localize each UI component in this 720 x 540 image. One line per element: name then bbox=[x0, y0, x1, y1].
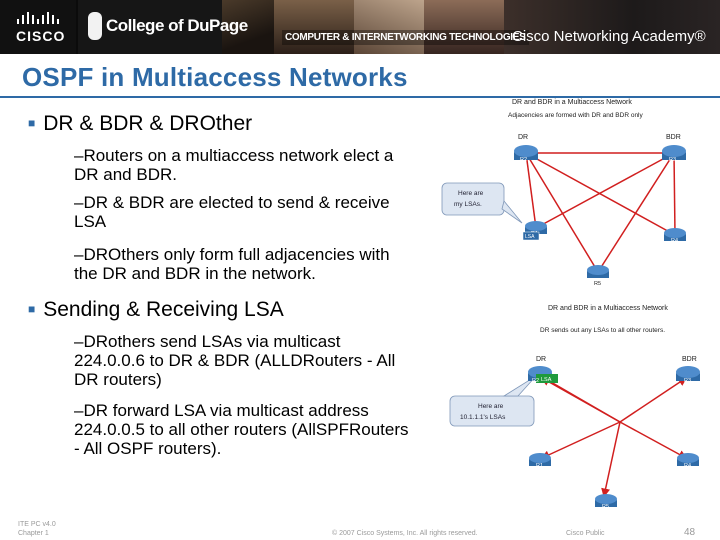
dr-label: DR bbox=[518, 134, 528, 141]
router-label: R3 bbox=[684, 378, 691, 384]
router-r1: R1 bbox=[529, 453, 551, 469]
router-r4: R4 bbox=[664, 228, 686, 244]
cisco-bars-icon bbox=[17, 12, 59, 24]
sub-bullet: –DR forward LSA via multicast address 22… bbox=[74, 401, 409, 458]
router-label: R1 bbox=[536, 463, 543, 469]
header-banner: CISCO College of DuPage COMPUTER & INTER… bbox=[0, 0, 720, 54]
router-label: R5 bbox=[602, 504, 609, 510]
callout-line-2: 10.1.1.1's LSAs bbox=[460, 414, 506, 421]
college-logo bbox=[78, 0, 222, 54]
banner-photo bbox=[274, 0, 354, 54]
diagram-subtitle: DR sends out any LSAs to all other route… bbox=[540, 327, 665, 334]
lsa-tag bbox=[536, 374, 558, 383]
bdr-label: BDR bbox=[682, 356, 697, 363]
diagram-subtitle: Adjacencies are formed with DR and BDR o… bbox=[508, 112, 644, 119]
diagram-dr-forward-lsa: DR and BDR in a Multiaccess Network DR s… bbox=[449, 305, 700, 510]
router-label: R4 bbox=[671, 238, 678, 244]
page-number: 48 bbox=[684, 527, 696, 538]
bullet-marker-icon: ■ bbox=[28, 116, 36, 130]
footer-chapter: Chapter 1 bbox=[18, 530, 49, 537]
router-label: R4 bbox=[684, 463, 691, 469]
lsa-tag-label: LSA bbox=[525, 234, 535, 240]
router-r5: R5 bbox=[595, 494, 617, 510]
bullet-sending-receiving: ■ Sending & Receiving LSA bbox=[28, 298, 284, 322]
sub-bullet: –Routers on a multiaccess network elect … bbox=[74, 146, 394, 184]
cisco-logo: CISCO bbox=[0, 0, 76, 54]
academy-name: Cisco Networking Academy® bbox=[512, 28, 706, 45]
router-label: R2 bbox=[532, 378, 539, 384]
router-label: R2 bbox=[520, 157, 527, 163]
slide-title: OSPF in Multiaccess Networks bbox=[22, 62, 408, 92]
adjacency-lines bbox=[525, 152, 676, 273]
banner-photo bbox=[504, 0, 720, 54]
sub-bullet: –DRothers send LSAs via multicast 224.0.… bbox=[74, 332, 396, 389]
speech-callout-icon bbox=[441, 182, 523, 224]
college-name: College of DuPage bbox=[106, 16, 248, 35]
sub-bullet: –DR & BDR are elected to send & receive … bbox=[74, 193, 390, 231]
callout-line-1: Here are bbox=[478, 403, 504, 410]
cisco-logo-text: CISCO bbox=[16, 28, 66, 44]
banner-photo bbox=[424, 0, 504, 54]
title-divider bbox=[0, 96, 720, 98]
router-r4: R4 bbox=[677, 453, 699, 469]
lsa-flood-arrows bbox=[540, 377, 688, 498]
footer-course: ITE PC v4.0 bbox=[18, 521, 56, 528]
router-label: R5 bbox=[594, 281, 601, 287]
bdr-label: BDR bbox=[666, 134, 681, 141]
bullet-text: Sending & Receiving LSA bbox=[43, 298, 284, 321]
diagram-dr-bdr-adjacency: DR and BDR in a Multiaccess Network Adja… bbox=[441, 99, 686, 287]
router-r3: R3 bbox=[662, 145, 686, 163]
callout-line-1: Here are bbox=[458, 190, 484, 197]
program-name: COMPUTER & INTERNETWORKING TECHNOLOGIES bbox=[282, 30, 529, 45]
lsa-tag-label: LSA bbox=[541, 377, 552, 383]
callout-line-2: my LSAs. bbox=[454, 201, 482, 208]
banner-photo bbox=[222, 0, 274, 54]
router-r5: R5 bbox=[587, 265, 609, 287]
router-label: R3 bbox=[669, 157, 676, 163]
footer-classification: Cisco Public bbox=[566, 530, 605, 537]
router-r2: R2 bbox=[514, 145, 538, 163]
sub-bullet: –DROthers only form full adjacencies wit… bbox=[74, 245, 390, 283]
bullet-dr-bdr: ■ DR & BDR & DROther bbox=[28, 112, 252, 136]
diagram-title: DR and BDR in a Multiaccess Network bbox=[548, 305, 668, 312]
diagram-title: DR and BDR in a Multiaccess Network bbox=[512, 99, 632, 106]
footer-copyright: © 2007 Cisco Systems, Inc. All rights re… bbox=[332, 530, 478, 537]
bullet-marker-icon: ■ bbox=[28, 302, 36, 316]
lsa-tag bbox=[522, 231, 540, 241]
dr-label: DR bbox=[536, 356, 546, 363]
bullet-text: DR & BDR & DROther bbox=[43, 112, 253, 135]
router-r3: R3 bbox=[676, 366, 700, 384]
cod-seal-icon bbox=[88, 12, 102, 40]
banner-photo bbox=[354, 0, 424, 54]
